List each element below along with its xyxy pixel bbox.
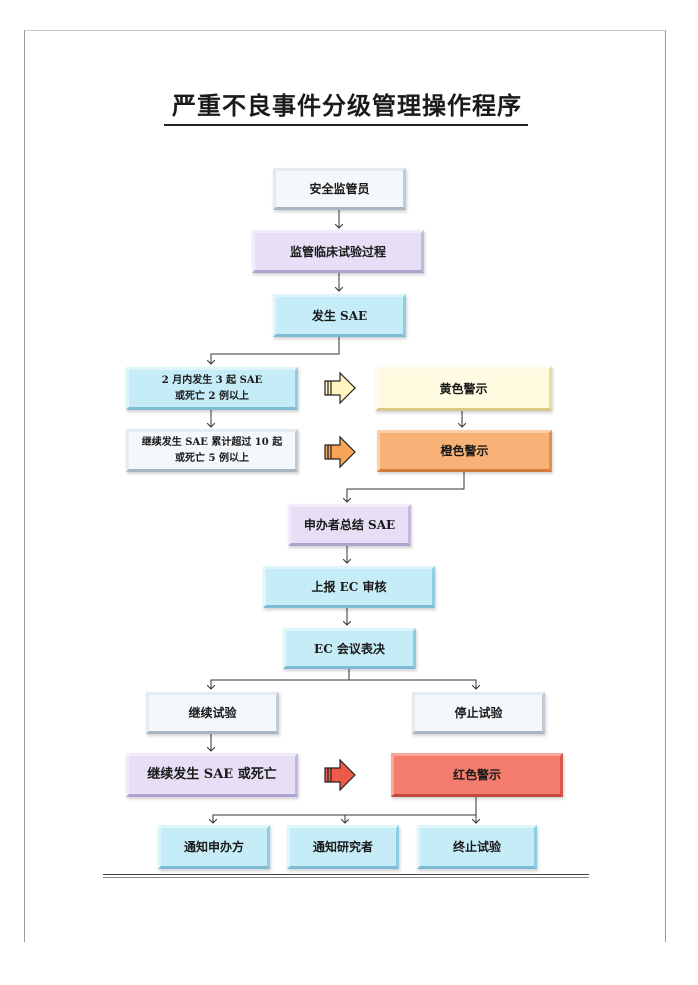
node-red-alert: 红色警示 [391, 753, 563, 797]
connector-orange-sponsor [347, 472, 465, 502]
node-orange-alert: 橙色警示 [377, 430, 552, 472]
node-continue-sae-death: 继续发生 SAE 或死亡 [126, 753, 298, 797]
node-ec-vote: EC 会议表决 [283, 628, 416, 669]
node-notify-investigator: 通知研究者 [287, 825, 399, 869]
node-yellow-alert: 黄色警示 [375, 366, 552, 411]
connector-red-sponsor [213, 814, 476, 823]
connector-vote-continue [211, 669, 350, 689]
node-continue-trial: 继续试验 [146, 692, 279, 734]
condition-cumulative-line2: 或死亡 5 例以上 [175, 452, 249, 464]
node-report-ec: 上报 EC 审核 [263, 566, 435, 608]
node-condition-two-months: 2 月内发生 3 起 SAE 或死亡 2 例以上 [126, 367, 298, 410]
title-underline [164, 124, 528, 126]
node-sae-occurs: 发生 SAE [273, 294, 406, 337]
yellow-block-arrow [324, 371, 356, 405]
node-sponsor-summary: 申办者总结 SAE [288, 504, 411, 546]
footer-rule-secondary [103, 877, 589, 878]
connector-vote-stop [349, 679, 476, 689]
node-notify-sponsor: 通知申办方 [158, 825, 270, 869]
node-condition-cumulative: 继续发生 SAE 累计超过 10 起 或死亡 5 例以上 [126, 429, 298, 472]
condition-cumulative-line1: 继续发生 SAE 累计超过 10 起 [141, 436, 283, 448]
page-title: 严重不良事件分级管理操作程序 [172, 92, 522, 120]
node-stop-trial: 停止试验 [412, 692, 545, 734]
page-frame [24, 30, 666, 942]
red-block-arrow [324, 758, 356, 792]
footer-rule [103, 874, 589, 875]
node-monitor-trial: 监管临床试验过程 [252, 230, 424, 273]
condition-two-months-line1: 2 月内发生 3 起 SAE [161, 374, 263, 386]
node-safety-officer: 安全监管员 [273, 168, 406, 210]
connector-sae-cond1 [211, 337, 340, 364]
condition-two-months-line2: 或死亡 2 例以上 [175, 390, 249, 402]
node-terminate-trial: 终止试验 [417, 825, 537, 869]
orange-block-arrow [324, 435, 356, 469]
